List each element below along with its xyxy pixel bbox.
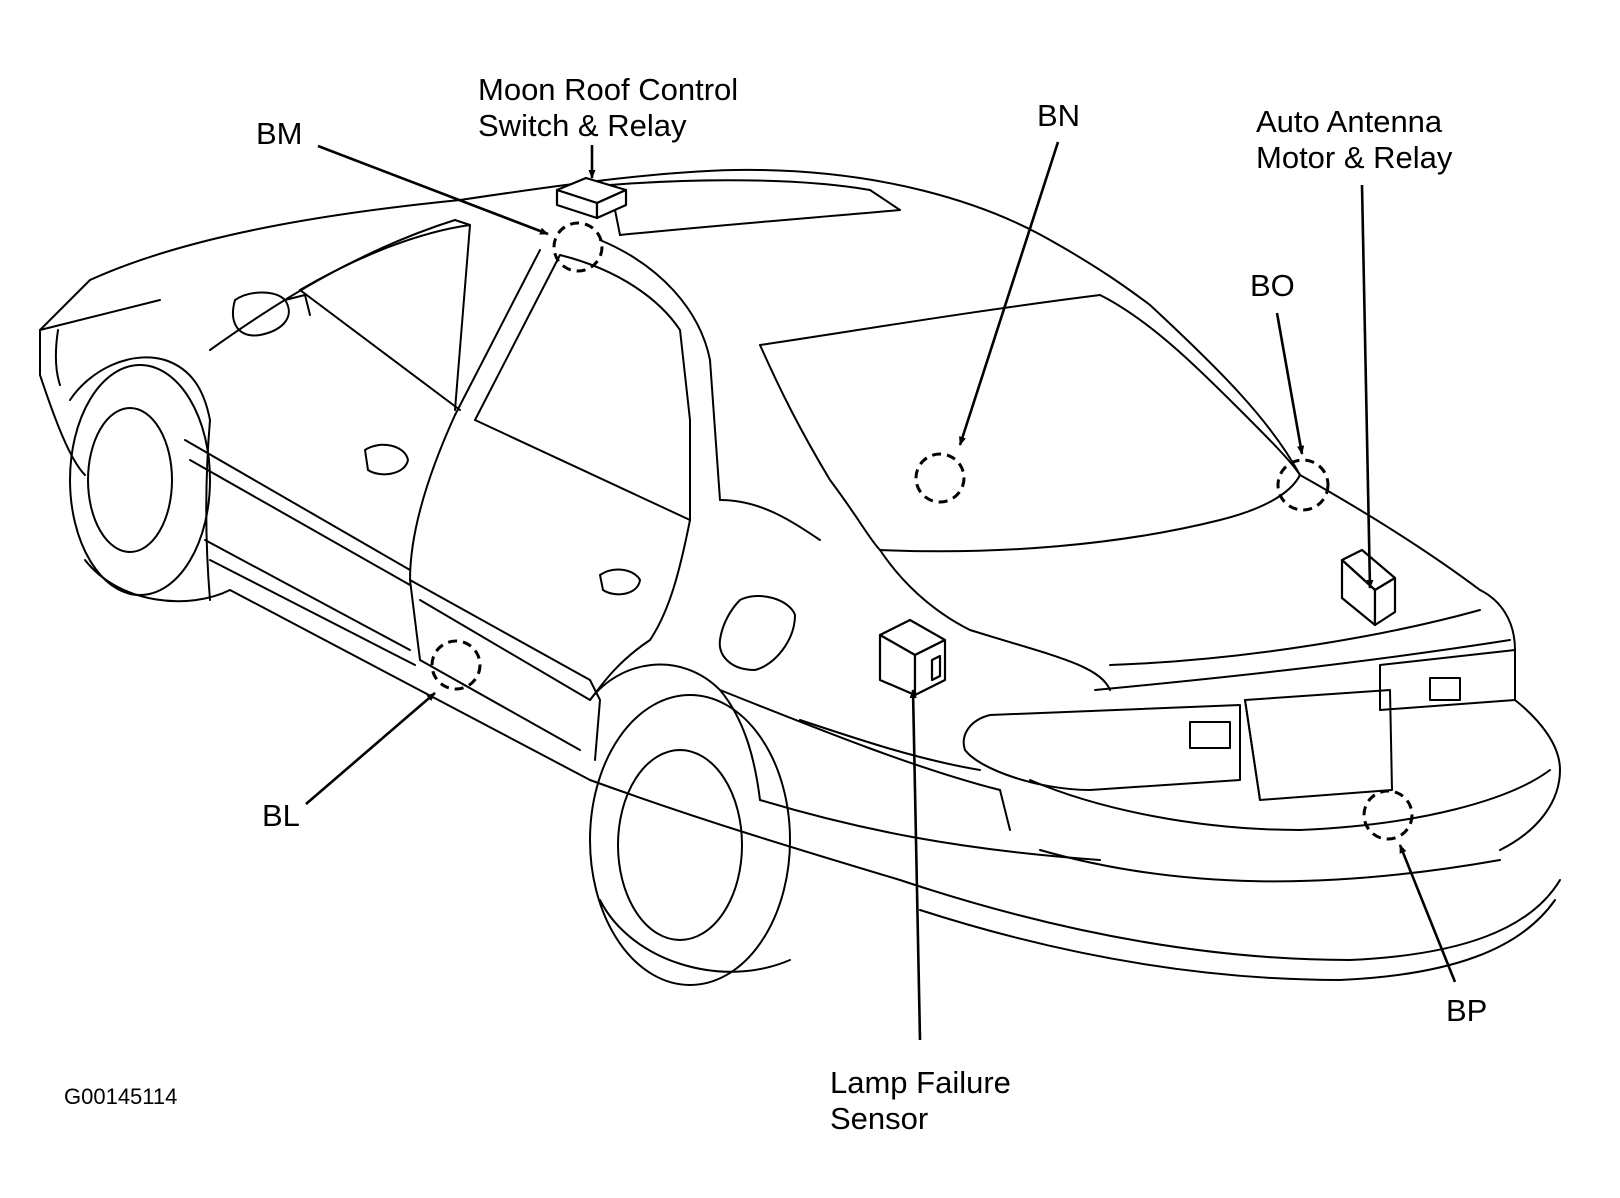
auto-antenna-label-line1: Auto Antenna	[1256, 104, 1443, 139]
bn-leader-arrow	[958, 141, 1060, 446]
moon-roof-label: Moon Roof Control Switch & Relay	[478, 72, 738, 144]
location-bl-circle	[430, 639, 482, 691]
bm-leader-arrow	[317, 144, 549, 236]
location-bn-circle	[914, 452, 966, 504]
bp-label: BP	[1446, 993, 1488, 1028]
lamp-failure-label-line2: Sensor	[830, 1101, 929, 1136]
moon-roof-control-unit	[555, 176, 628, 220]
moon-roof-label-line1: Moon Roof Control	[478, 72, 739, 107]
lamp-failure-sensor-unit	[878, 618, 947, 697]
lamp-failure-label: Lamp Failure Sensor	[830, 1065, 1011, 1137]
lamp-failure-label-line1: Lamp Failure	[830, 1065, 1011, 1100]
bp-leader-arrow	[1398, 844, 1457, 983]
auto-antenna-label: Auto Antenna Motor & Relay	[1256, 104, 1452, 176]
location-bo-circle	[1276, 458, 1330, 512]
auto-antenna-label-line2: Motor & Relay	[1256, 140, 1453, 175]
figure-code: G00145114	[64, 1084, 178, 1109]
bo-label: BO	[1250, 268, 1295, 303]
bn-label: BN	[1037, 98, 1081, 133]
lamp-failure-leader-arrow	[909, 689, 922, 1041]
bm-label: BM	[256, 116, 303, 151]
auto-antenna-leader-arrow	[1360, 184, 1374, 589]
moon-roof-label-line2: Switch & Relay	[478, 108, 687, 143]
bl-label: BL	[262, 798, 300, 833]
car-outline	[39, 168, 1561, 986]
location-bm-circle	[552, 221, 604, 273]
bl-leader-arrow	[305, 692, 436, 805]
location-bp-circle	[1362, 789, 1414, 841]
bo-leader-arrow	[1275, 312, 1305, 455]
